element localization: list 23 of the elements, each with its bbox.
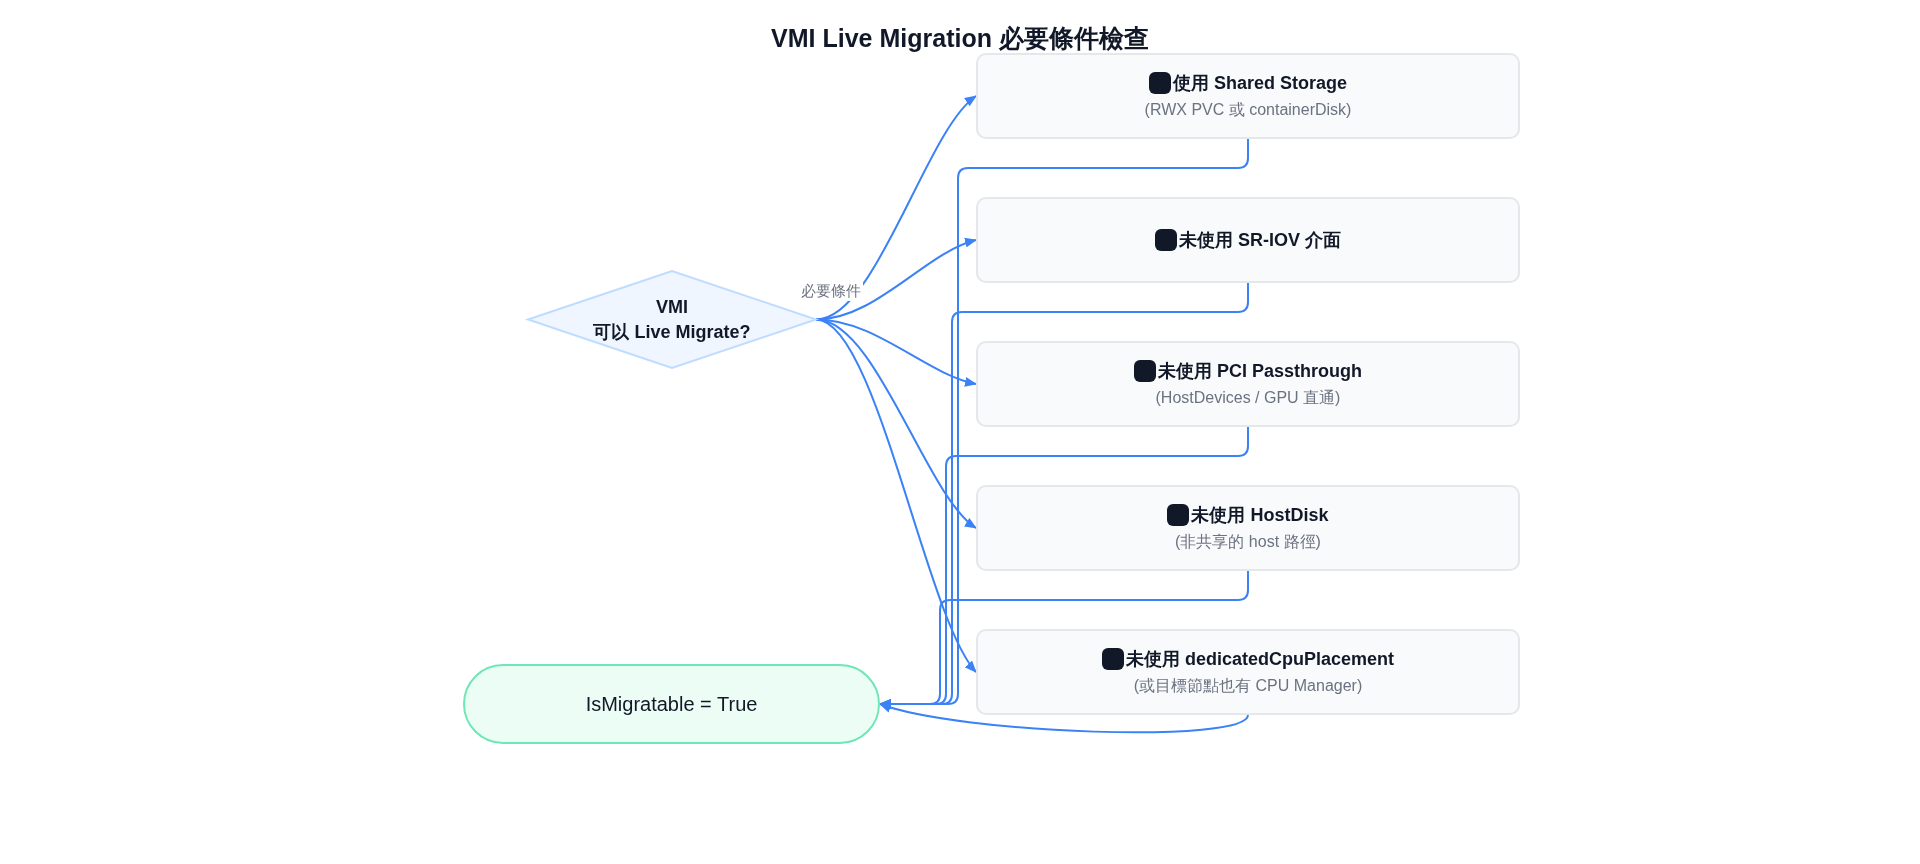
condition-note: (HostDevices / GPU 直通) xyxy=(1155,388,1341,409)
decision-diamond xyxy=(528,271,816,368)
arrow xyxy=(879,702,1249,734)
arrow xyxy=(815,238,977,321)
condition-box xyxy=(976,485,1520,571)
condition-title: 未使用 PCI Passthrough xyxy=(1158,359,1362,383)
condition-title: 未使用 SR-IOV 介面 xyxy=(1179,228,1341,252)
condition-title: 未使用 HostDisk xyxy=(1191,503,1329,527)
result-text: IsMigratable = True xyxy=(585,691,758,717)
diagram-title: VMI Live Migration 必要條件檢查 xyxy=(771,23,1149,54)
condition-box xyxy=(976,341,1520,427)
arrow xyxy=(815,318,977,673)
decision-text: VMI xyxy=(655,296,689,319)
condition-box xyxy=(976,629,1520,715)
condition-note: (非共享的 host 路徑) xyxy=(1175,532,1321,553)
condition-title: 未使用 dedicatedCpuPlacement xyxy=(1125,647,1395,671)
condition-note: (RWX PVC 或 containerDisk) xyxy=(1144,100,1352,121)
condition-note: (或目標節點也有 CPU Manager) xyxy=(1133,676,1363,697)
condition-box xyxy=(976,197,1520,283)
edge-label: 必要條件 xyxy=(799,281,863,301)
condition-box xyxy=(976,53,1520,139)
condition-title: 使用 Shared Storage xyxy=(1172,71,1347,95)
decision-text: 可以 Live Migrate? xyxy=(593,320,751,343)
